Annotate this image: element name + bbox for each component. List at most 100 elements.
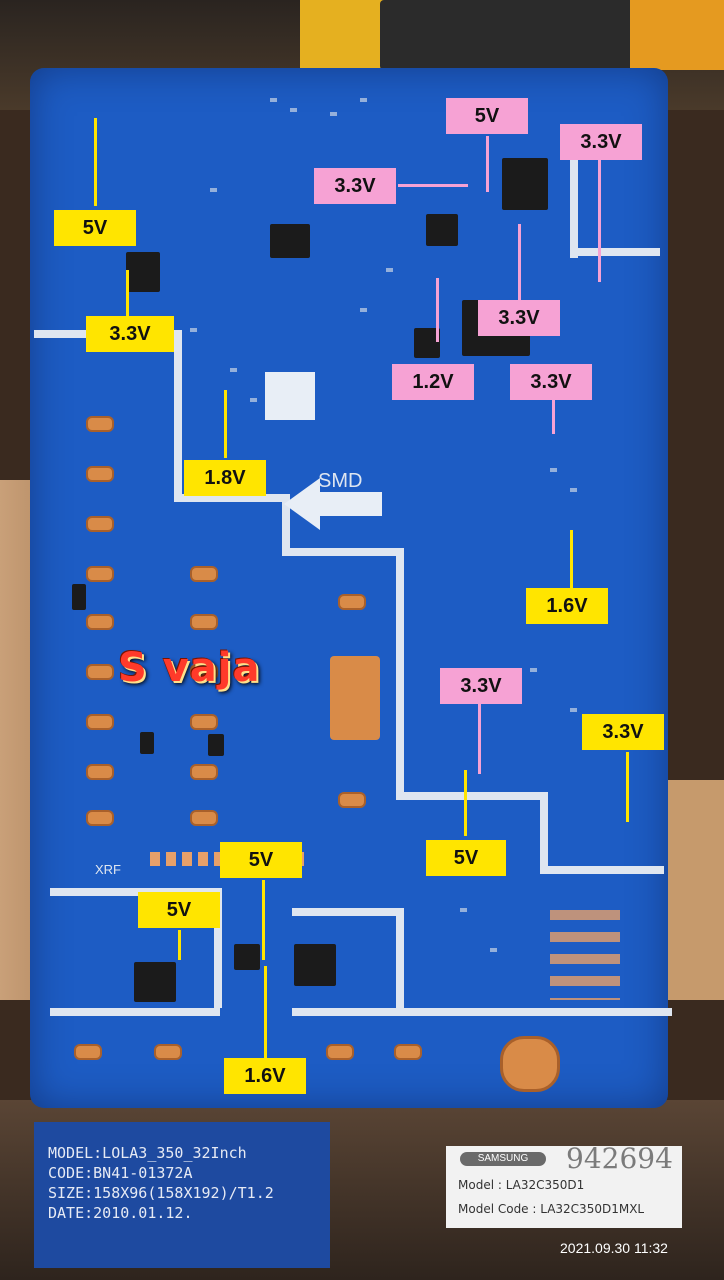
solder-pad — [190, 764, 218, 780]
board-sticker: MODEL:LOLA3_350_32Inch CODE:BN41-01372A … — [34, 1122, 330, 1268]
white-label-area — [265, 372, 315, 420]
ic-chip — [294, 944, 336, 986]
trace — [292, 908, 402, 916]
xrf-marking: XRF — [95, 862, 121, 877]
solder-pad — [86, 764, 114, 780]
pointer-line — [224, 390, 227, 458]
ic-chip — [270, 224, 310, 258]
photo-timestamp: 2021.09.30 11:32 — [560, 1240, 668, 1256]
voltage-label-1v6: 1.6V — [224, 1058, 306, 1094]
model-label-card: SAMSUNG 942694 Model : LA32C350D1 Model … — [446, 1142, 682, 1228]
solder-pad — [394, 1044, 422, 1060]
voltage-label-3v3: 3.3V — [478, 300, 560, 336]
trace — [214, 888, 222, 1008]
pin-column — [550, 910, 620, 1000]
trace — [282, 494, 290, 554]
mosfet-chip — [502, 158, 548, 210]
pointer-line — [626, 752, 629, 822]
solder-pad — [86, 466, 114, 482]
trace — [570, 148, 578, 258]
sticker-size: SIZE:158X96(158X192)/T1.2 — [48, 1184, 274, 1202]
trace — [396, 792, 546, 800]
pointer-line — [464, 770, 467, 836]
smd-marking: SMD — [318, 470, 363, 492]
mounting-hole — [500, 1036, 560, 1092]
multimeter-yellow-edge — [630, 0, 724, 70]
voltage-label-3v3: 3.3V — [314, 168, 396, 204]
label-model-code: Model Code : LA32C350D1MXL — [458, 1202, 645, 1216]
watermark-text: S vaja — [118, 645, 261, 691]
voltage-label-3v3: 3.3V — [560, 124, 642, 160]
multimeter-yellow-body — [300, 0, 390, 80]
voltage-label-1v8: 1.8V — [184, 460, 266, 496]
small-chip — [208, 734, 224, 756]
sticker-code: CODE:BN41-01372A — [48, 1164, 193, 1182]
solder-pad — [86, 566, 114, 582]
trace — [50, 888, 220, 896]
solder-pad — [86, 516, 114, 532]
trace — [396, 908, 404, 1008]
trace — [174, 494, 288, 502]
sticker-date: DATE:2010.01.12. — [48, 1204, 193, 1222]
solder-pad — [86, 810, 114, 826]
pointer-line — [552, 400, 555, 434]
handwritten-number: 942694 — [566, 1142, 673, 1175]
trace — [570, 248, 660, 256]
pointer-line — [570, 530, 573, 590]
sticker-model: MODEL:LOLA3_350_32Inch — [48, 1144, 247, 1162]
voltage-label-3v3: 3.3V — [440, 668, 522, 704]
connector-pad-array — [330, 656, 380, 740]
pointer-line — [436, 278, 439, 342]
solder-pad — [86, 614, 114, 630]
regulator-chip — [126, 252, 160, 292]
solder-pad — [86, 416, 114, 432]
solder-pad — [86, 714, 114, 730]
ic-chip — [234, 944, 260, 970]
solder-pad — [190, 614, 218, 630]
pointer-line — [598, 156, 601, 282]
trace — [174, 330, 182, 500]
pointer-line — [264, 966, 267, 1060]
pointer-line — [486, 136, 489, 192]
solder-pad — [338, 792, 366, 808]
ic-chip — [426, 214, 458, 246]
voltage-label-5v: 5V — [446, 98, 528, 134]
pointer-line — [178, 930, 181, 960]
solder-pad — [74, 1044, 102, 1060]
pointer-line — [398, 184, 468, 187]
pointer-line — [262, 880, 265, 960]
trace — [50, 1008, 220, 1016]
background-right — [660, 780, 724, 1000]
voltage-label-3v3: 3.3V — [86, 316, 174, 352]
pointer-line — [518, 224, 521, 300]
solder-pad — [86, 664, 114, 680]
solder-pad — [190, 664, 218, 680]
trace — [540, 792, 548, 872]
regulator-chip — [134, 962, 176, 1002]
brand-logo: SAMSUNG — [460, 1152, 546, 1166]
voltage-label-3v3: 3.3V — [510, 364, 592, 400]
voltage-label-1v2: 1.2V — [392, 364, 474, 400]
trace — [282, 548, 402, 556]
solder-pad — [190, 810, 218, 826]
trace — [292, 1008, 672, 1016]
voltage-label-5v: 5V — [220, 842, 302, 878]
voltage-label-5v: 5V — [426, 840, 506, 876]
trace — [540, 866, 664, 874]
arrow-left-icon — [284, 478, 382, 530]
solder-pad — [326, 1044, 354, 1060]
voltage-label-1v6: 1.6V — [526, 588, 608, 624]
voltage-label-5v: 5V — [54, 210, 136, 246]
ic-chip — [414, 328, 440, 358]
voltage-label-5v: 5V — [138, 892, 220, 928]
label-model: Model : LA32C350D1 — [458, 1178, 585, 1192]
solder-pad — [190, 714, 218, 730]
trace — [396, 548, 404, 798]
pointer-line — [478, 704, 481, 774]
small-chip — [72, 584, 86, 610]
pointer-line — [126, 270, 129, 318]
solder-pad — [190, 566, 218, 582]
pointer-line — [94, 118, 97, 206]
voltage-label-3v3: 3.3V — [582, 714, 664, 750]
small-chip — [140, 732, 154, 754]
